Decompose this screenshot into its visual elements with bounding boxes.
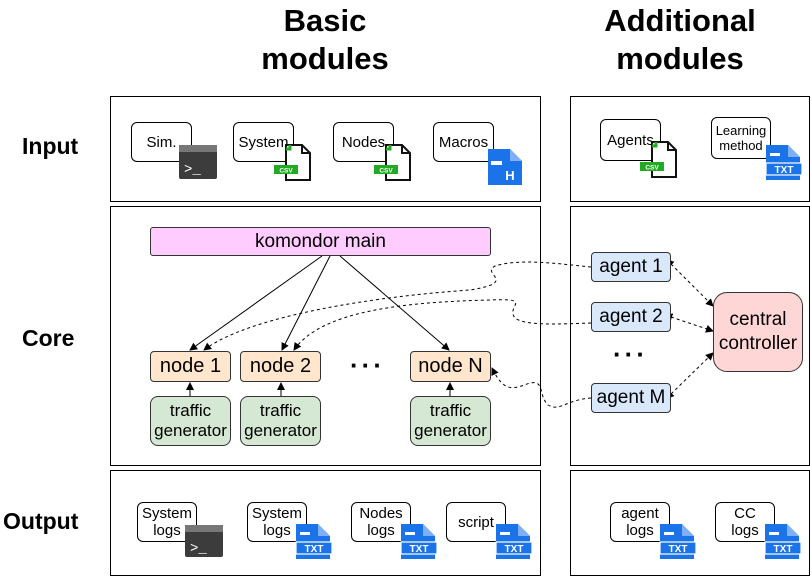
terminal-icon: >_ (179, 145, 217, 184)
svg-text:TXT: TXT (410, 544, 429, 555)
svg-text:>_: >_ (190, 541, 207, 557)
svg-text:CSV: CSV (645, 165, 659, 172)
txt-file-icon: TXT (761, 522, 802, 565)
agent-ellipsis: ··· (613, 339, 648, 369)
agent2-controller-link (664, 313, 714, 333)
agent2-to-node2-link (293, 299, 592, 351)
txt-file-icon: TXT (292, 522, 333, 565)
main-to-node1-arrow (189, 255, 323, 351)
row-label-input: Input (22, 133, 79, 159)
komondor-main-box: komondor main (150, 227, 491, 256)
row-label-output: Output (3, 508, 79, 534)
node-1-box: node 1 (150, 351, 231, 382)
agent1-controller-link (666, 259, 714, 307)
txt-file-icon: TXT (397, 522, 438, 565)
csv-file-icon: CSV (274, 143, 312, 186)
svg-text:TXT: TXT (505, 544, 524, 555)
traffic-generator-1: traffic generator (150, 396, 231, 446)
agent-2-box: agent 2 (591, 302, 671, 332)
svg-text:TXT: TXT (305, 544, 324, 555)
svg-text:TXT: TXT (669, 544, 688, 555)
learning-method-input-label: Learning method (711, 117, 771, 159)
additional-modules-header: Additional modules (604, 3, 756, 76)
nodes-input-label: Nodes (333, 122, 394, 162)
system-input-label: System (233, 122, 294, 162)
agent-m-box: agent M (591, 383, 671, 413)
txt-file-icon: TXT (492, 522, 533, 565)
traffic-generator-n: traffic generator (410, 396, 491, 446)
main-to-node2-arrow (281, 255, 331, 351)
agent1-to-node1-link (203, 261, 592, 351)
csv-file-icon: CSV (374, 143, 412, 186)
node-2-box: node 2 (240, 351, 321, 382)
svg-text:>_: >_ (184, 162, 201, 178)
svg-text:CSV: CSV (379, 168, 393, 175)
traffic-generator-2: traffic generator (240, 396, 321, 446)
header-file-icon: H (484, 147, 524, 192)
main-to-nodeN-arrow (339, 255, 450, 351)
node-n-box: node N (410, 351, 491, 382)
csv-file-icon: CSV (640, 140, 678, 183)
agentM-to-nodeN-link (491, 367, 592, 408)
sim-input-label: Sim. (131, 122, 192, 162)
row-label-core: Core (22, 325, 75, 351)
macros-input-label: Macros (433, 122, 494, 162)
central-controller-box: central controller (713, 292, 803, 372)
svg-text:TXT: TXT (775, 165, 794, 176)
agents-input-label: Agents (600, 119, 661, 161)
basic-modules-header: Basic modules (261, 3, 389, 76)
node-ellipsis: ··· (350, 350, 385, 380)
txt-file-icon: TXT (762, 143, 803, 186)
svg-text:CSV: CSV (279, 168, 293, 175)
terminal-icon: >_ (185, 525, 223, 562)
agent-1-box: agent 1 (591, 252, 671, 282)
svg-text:H: H (505, 168, 514, 183)
txt-file-icon: TXT (656, 522, 697, 565)
svg-text:TXT: TXT (774, 544, 793, 555)
agentM-controller-link (665, 352, 714, 399)
